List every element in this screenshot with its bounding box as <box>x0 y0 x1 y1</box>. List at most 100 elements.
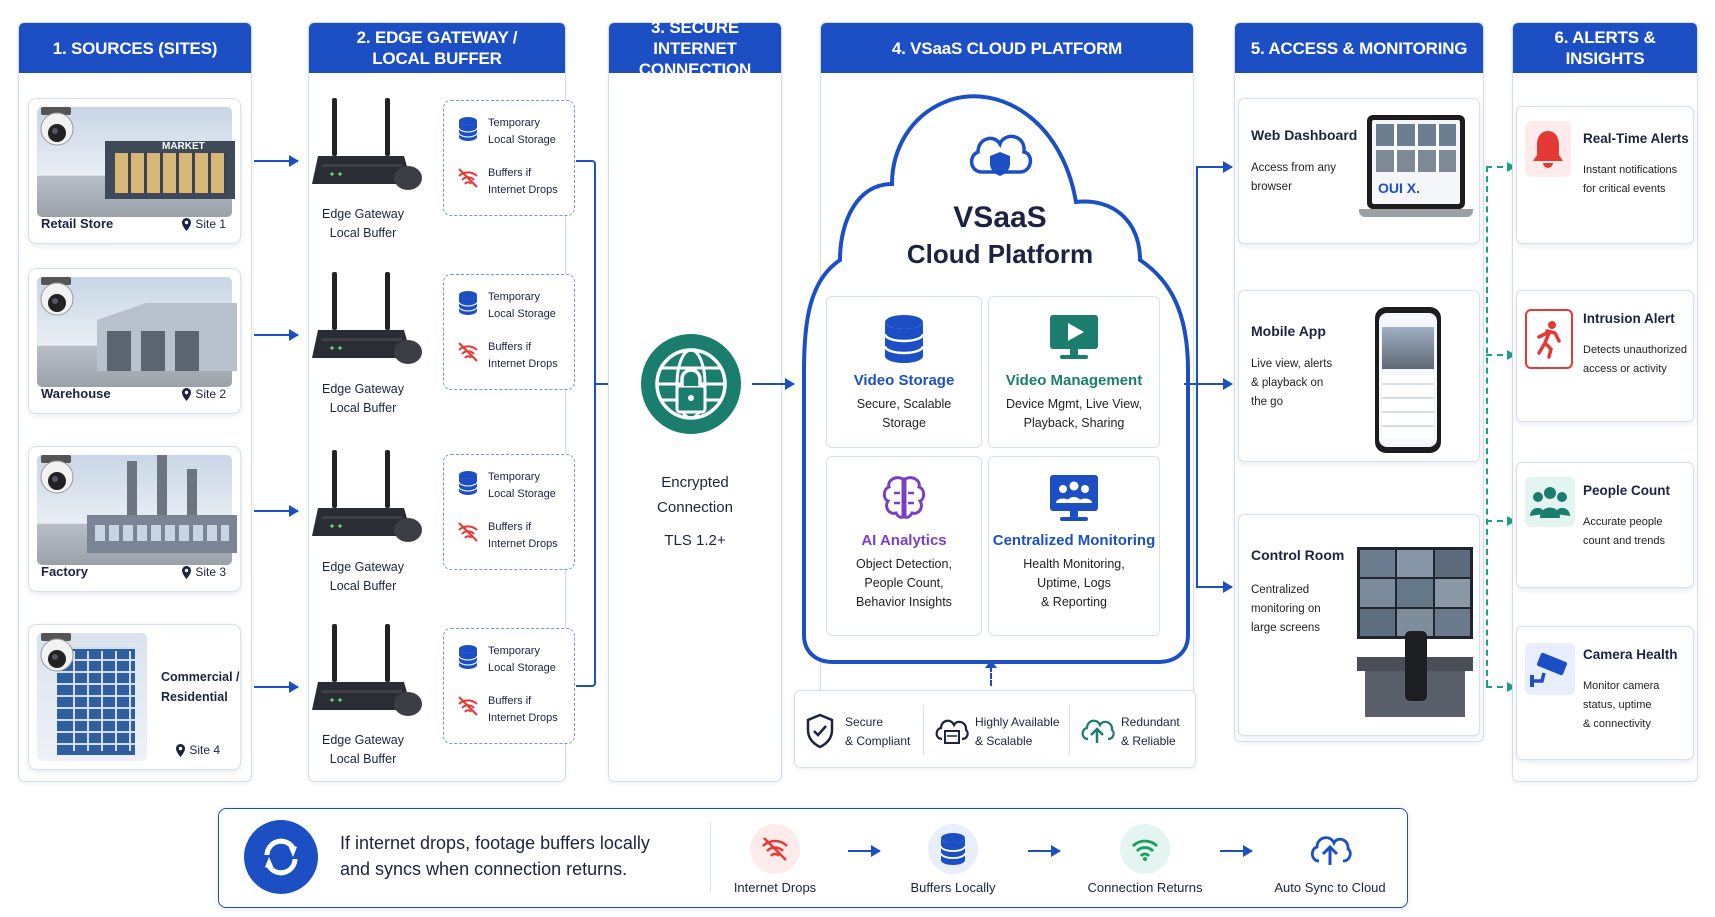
pin-icon <box>182 565 192 579</box>
database-icon <box>458 645 478 669</box>
banner-divider <box>710 822 711 892</box>
play-monitor-icon <box>1050 315 1098 359</box>
step-buffers-locally: Buffers Locally <box>888 824 1018 895</box>
feature-redundant: Redundant& Reliable <box>1079 709 1191 753</box>
router-icon <box>312 272 422 370</box>
sync-icon <box>244 820 318 894</box>
flow-arrow <box>254 329 299 341</box>
site-tag: Site 4 <box>176 743 220 757</box>
buffer-box: Temporary Local Storage Buffers if Inter… <box>443 274 575 390</box>
cloud-title: VSaaS Cloud Platform <box>906 201 1094 269</box>
database-icon <box>458 117 478 141</box>
pin-icon <box>176 743 186 757</box>
flow-arrow <box>848 845 881 857</box>
flow-arrow <box>254 505 299 517</box>
buffer-box: Temporary Local Storage Buffers if Inter… <box>443 100 575 216</box>
pin-icon <box>182 387 192 401</box>
wifi-off-icon <box>762 837 788 861</box>
site-card-2[interactable]: Warehouse Site 2 <box>28 268 241 414</box>
laptop-icon: OUI X. <box>1359 115 1473 221</box>
buffer-box: Temporary Local Storage Buffers if Inter… <box>443 628 575 744</box>
flow-arrow <box>1028 845 1061 857</box>
feature-secure: Secure& Compliant <box>805 709 923 753</box>
people-group-icon <box>1525 477 1575 527</box>
banner-message: If internet drops, footage buffers local… <box>340 833 650 879</box>
feature-available: Highly Available& Scalable <box>933 709 1063 753</box>
web-dashboard-title: Web Dashboard <box>1251 127 1358 143</box>
commercial-image <box>37 633 147 761</box>
flow-arrow <box>1196 581 1233 593</box>
database-icon <box>883 315 925 363</box>
mobile-app-title: Mobile App <box>1251 323 1326 339</box>
encryption-text: Encrypted Connection TLS 1.2+ <box>657 474 733 549</box>
camera-icon <box>35 107 81 147</box>
flow-arrow <box>1486 162 1516 172</box>
bell-icon <box>1525 121 1571 177</box>
site-card-3[interactable]: Factory Site 3 <box>28 446 241 592</box>
flow-arrow <box>1220 845 1253 857</box>
router-icon <box>312 624 422 722</box>
features-bar: Secure& Compliant Highly Available& Scal… <box>794 690 1196 768</box>
internet-column: 3. SECURE INTERNET CONNECTION <box>608 18 782 782</box>
access-header: 5. ACCESS & MONITORING <box>1235 23 1483 73</box>
step-internet-drops: Internet Drops <box>710 824 840 895</box>
site-tag: Site 2 <box>182 387 226 401</box>
alert-title: Camera Health <box>1583 647 1678 662</box>
intrusion-runner-icon <box>1525 309 1573 369</box>
camera-icon <box>35 455 81 495</box>
camera-icon <box>35 277 81 317</box>
site-name: Commercial / Residential <box>161 670 240 704</box>
up-arrow <box>990 666 992 686</box>
cloud-server-icon <box>935 719 969 744</box>
flow-arrow <box>1486 516 1516 526</box>
cloud-header: 4. VSaaS CLOUD PLATFORM <box>821 23 1193 73</box>
centralized-monitoring-box[interactable]: Centralized Monitoring Health Monitoring… <box>988 456 1160 636</box>
alert-title: Real-Time Alerts <box>1583 131 1689 146</box>
site-name: Factory <box>41 564 88 579</box>
step-auto-sync: Auto Sync to Cloud <box>1260 824 1400 895</box>
wifi-off-icon <box>458 342 478 362</box>
gateway-bracket <box>576 160 596 687</box>
database-icon <box>458 291 478 315</box>
sources-header: 1. SOURCES (SITES) <box>19 23 251 73</box>
pin-icon <box>182 217 192 231</box>
dashboard-text: OUI X. <box>1378 180 1421 196</box>
mobile-app-card[interactable]: Mobile App Live view, alerts& playback o… <box>1238 290 1480 462</box>
site-card-4[interactable]: Commercial / Residential Site 4 <box>28 624 241 770</box>
warehouse-image <box>37 277 237 387</box>
buffer-box: Temporary Local Storage Buffers if Inter… <box>443 454 575 570</box>
phone-icon <box>1375 307 1441 453</box>
flow-arrow <box>254 681 299 693</box>
flow-arrow <box>254 155 299 167</box>
secure-globe-icon <box>640 326 742 442</box>
cloud-upload-icon <box>1310 836 1352 865</box>
security-camera-icon <box>1525 643 1575 695</box>
gateway-header: 2. EDGE GATEWAY / LOCAL BUFFER <box>309 23 565 73</box>
brain-icon <box>882 476 926 519</box>
cloud-branch <box>1196 166 1198 586</box>
site-name: Retail Store <box>41 216 114 231</box>
site-card-1[interactable]: MARKET Retail Store Site 1 <box>28 98 241 244</box>
flow-arrow <box>1184 378 1233 390</box>
flow-arrow <box>1486 350 1516 360</box>
monitoring-users-icon <box>1050 475 1098 521</box>
video-wall-icon <box>1357 547 1475 723</box>
ai-analytics-box[interactable]: AI Analytics Object Detection,People Cou… <box>826 456 982 636</box>
video-management-box[interactable]: Video Management Device Mgmt, Live View,… <box>988 296 1160 448</box>
